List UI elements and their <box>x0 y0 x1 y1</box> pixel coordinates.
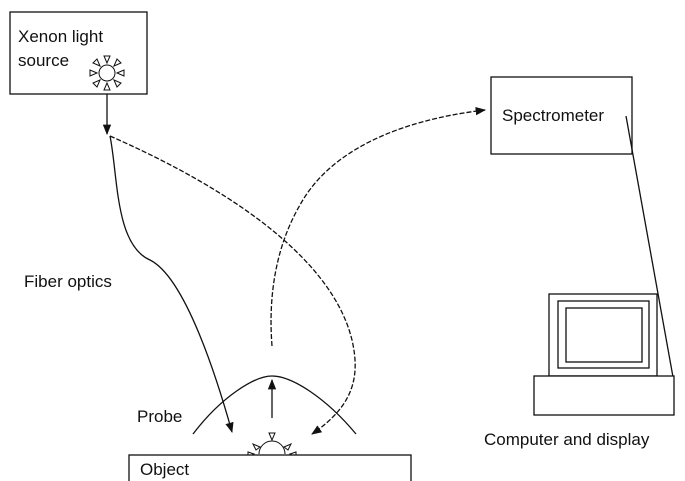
computer-label: Computer and display <box>484 430 650 449</box>
probe-label: Probe <box>137 407 182 426</box>
fiber-illumination-left <box>109 135 234 434</box>
object-label: Object <box>140 460 189 479</box>
spectrometer-label: Spectrometer <box>502 106 604 125</box>
light-source-box <box>9 11 148 95</box>
spectrometer-computer-cable <box>625 115 674 378</box>
fiber-illumination-right <box>109 135 356 435</box>
lamp-icon <box>89 55 125 91</box>
light-source-label-line1: Xenon light <box>18 27 103 46</box>
fiber-collection <box>270 106 487 347</box>
monitor-screen <box>565 307 643 363</box>
spectrometer: Spectrometer <box>490 76 633 155</box>
light-source-label-line2: source <box>18 51 69 70</box>
fiber-optics-label: Fiber optics <box>24 272 112 291</box>
spectrometer-box <box>490 76 633 155</box>
object-box <box>128 454 412 481</box>
xenon-light-source: Xenon light source <box>9 11 148 95</box>
probe-curve <box>192 375 357 435</box>
probe: Probe <box>137 375 357 435</box>
object: Object <box>128 454 412 481</box>
illumination-spot-icon <box>247 432 297 458</box>
computer-base <box>533 375 675 416</box>
computer-monitor-icon <box>533 293 675 416</box>
